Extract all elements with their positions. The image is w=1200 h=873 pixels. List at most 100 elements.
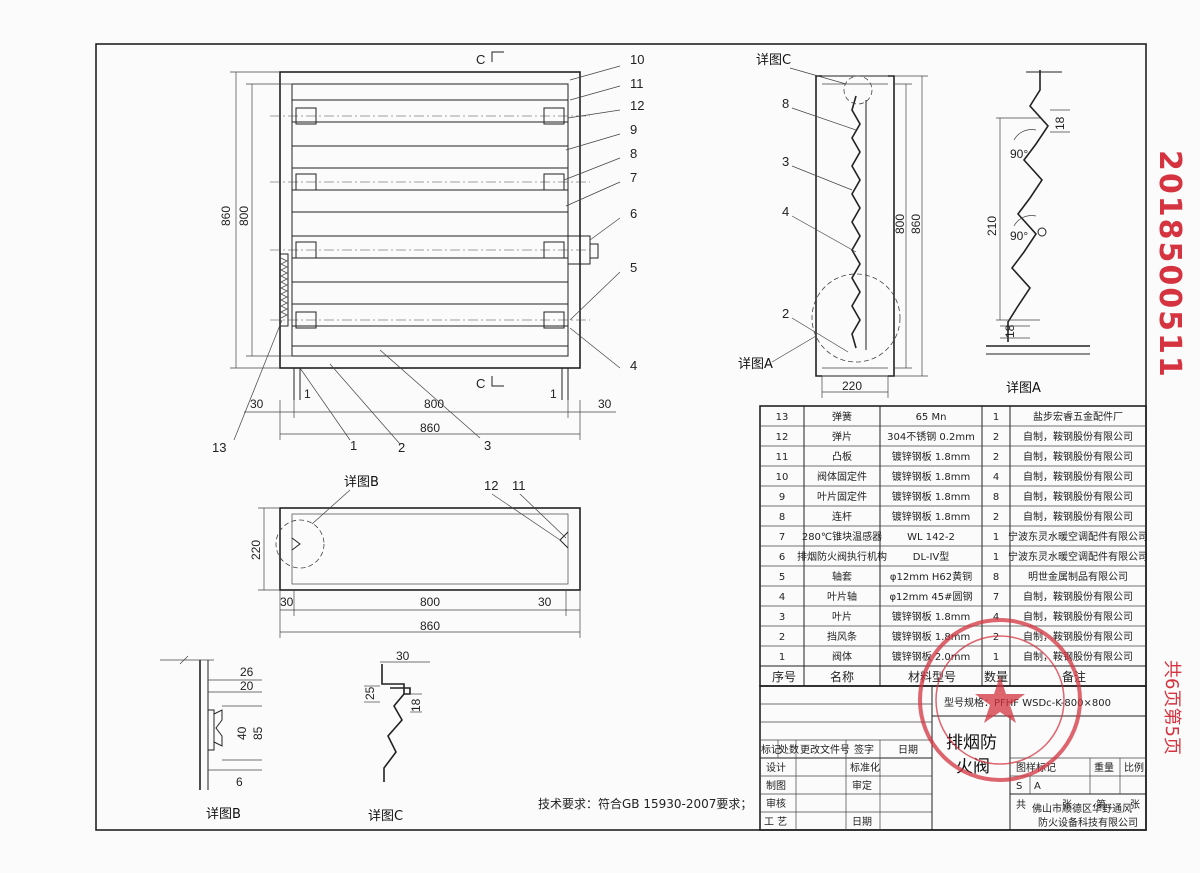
bom-cell-name: 弹簧 (832, 410, 852, 423)
bom-cell-name: 阀体 (832, 650, 852, 663)
bom-cell-note: 自制，鞍钢股份有限公司 (1023, 510, 1133, 523)
bom-cell-no: 6 (779, 552, 785, 563)
tb-check: 审核 (766, 797, 786, 810)
bom-cell-qty: 2 (993, 432, 999, 443)
detail-b: 26 20 40 85 6 详图B (160, 655, 265, 822)
bom-cell-material: 镀锌钢板 1.8mm (892, 450, 971, 463)
callout-10: 10 (630, 52, 644, 67)
tb-date2: 日期 (852, 816, 872, 828)
dim-width-total: 860 (420, 421, 440, 435)
bom-cell-material: 镀锌钢板 1.8mm (892, 610, 971, 623)
bom-cell-note: 盐步宏睿五金配件厂 (1033, 410, 1123, 423)
bom-header-qty: 数量 (984, 669, 1008, 684)
bom-cell-qty: 1 (993, 552, 999, 563)
bom-cell-no: 8 (779, 512, 785, 523)
tb-count: 处数 (779, 743, 799, 756)
side-callout-8: 8 (782, 96, 789, 111)
side-section-view: 800 860 220 详图C 8 3 4 2 详图A (738, 53, 928, 398)
bom-cell-material: 镀锌钢板 1.8mm (892, 470, 971, 483)
plan-dim-left: 30 (280, 595, 294, 609)
plan-dim-mid: 800 (420, 595, 440, 609)
callout-1: 1 (350, 438, 357, 453)
detail-a-bottom: 18 (1003, 324, 1017, 338)
detail-a-ref: 详图A (738, 357, 773, 372)
bom-cell-material: DL-IV型 (913, 550, 950, 563)
bom-cell-note: 明世金属制品有限公司 (1028, 570, 1128, 583)
detail-a-angle2: 90° (1010, 229, 1028, 243)
bom-cell-qty: 1 (993, 412, 999, 423)
detail-a-pitch: 210 (985, 216, 999, 236)
tb-product-name-1: 排烟防 (946, 733, 997, 753)
detail-a: 210 18 18 90° 90° 详图A (985, 70, 1090, 396)
tb-sheets: 张 (1062, 799, 1072, 811)
detail-c-dim-a: 30 (396, 649, 410, 663)
bom-header-material: 材料型号 (908, 670, 956, 684)
detail-c-title: 详图C (368, 809, 403, 824)
plan-dim-height: 220 (249, 540, 263, 560)
front-view: C C 860 800 30 800 30 860 1 1 (212, 51, 644, 455)
callout-12: 12 (630, 98, 644, 113)
side-dim-inner: 800 (893, 214, 907, 234)
dim-width-left: 30 (250, 397, 264, 411)
bom-cell-name: 280℃锥块温感器 (802, 530, 882, 543)
dim-width-right: 30 (598, 397, 612, 411)
bom-header-no: 序号 (772, 669, 796, 684)
detail-b-dim-b: 20 (240, 679, 254, 693)
callout-13: 13 (212, 440, 226, 455)
tb-process: 工 艺 (764, 816, 787, 828)
detail-b-title: 详图B (206, 807, 241, 822)
plan-view: 220 30 800 30 860 详图B 12 11 (249, 475, 581, 638)
bom-cell-qty: 4 (993, 472, 999, 483)
bom-cell-material: 镀锌钢板 1.8mm (892, 630, 971, 643)
bom-cell-name: 叶片固定件 (817, 490, 867, 503)
bom-cell-note: 自制，鞍钢股份有限公司 (1023, 610, 1133, 623)
bom-cell-note: 自制，鞍钢股份有限公司 (1023, 470, 1133, 483)
detail-a-top: 18 (1053, 116, 1067, 130)
bom-cell-material: WL 142-2 (907, 532, 955, 543)
page-count: 共6页第5页 (1161, 660, 1182, 755)
dim-small-left: 1 (304, 387, 311, 401)
bom-cell-name: 叶片 (832, 610, 852, 623)
bom-cell-material: 镀锌钢板 1.8mm (892, 490, 971, 503)
detail-b-dim-c: 40 (235, 726, 249, 740)
detail-c-dim-b: 25 (363, 686, 377, 700)
bom-cell-note: 自制，鞍钢股份有限公司 (1023, 450, 1133, 463)
bom-cell-qty: 4 (993, 612, 999, 623)
bom-cell-no: 2 (779, 632, 785, 643)
bom-cell-qty: 7 (993, 592, 999, 603)
tb-sign: 签字 (854, 743, 874, 756)
title-block: 标记 处数 更改文件号 签字 日期 设计 标准化 制图 审定 审核 工 艺 日期… (759, 685, 1147, 831)
tb-change-file: 更改文件号 (800, 743, 850, 756)
bom-cell-qty: 8 (993, 572, 999, 583)
tb-s: S (1016, 781, 1022, 792)
plan-callout-11: 11 (512, 478, 526, 493)
bom-cell-material: 镀锌钢板 1.8mm (892, 510, 971, 523)
section-mark-bottom: C (476, 376, 485, 391)
bom-cell-note: 自制，鞍钢股份有限公司 (1023, 590, 1133, 603)
tb-company-1: 佛山市顺德区华野通风 (1032, 802, 1132, 815)
tb-nth: 第 (1096, 798, 1106, 811)
tb-design: 设计 (766, 761, 786, 774)
detail-a-title: 详图A (1006, 381, 1041, 396)
bom-cell-note: 自制，鞍钢股份有限公司 (1023, 650, 1133, 663)
callout-9: 9 (630, 122, 637, 137)
bom-cell-note: 宁波东灵水暖空调配件有限公司 (1008, 530, 1148, 543)
bom-cell-qty: 1 (993, 532, 999, 543)
bom-cell-name: 连杆 (832, 510, 852, 523)
bom-cell-qty: 1 (993, 652, 999, 663)
section-mark-top: C (476, 52, 485, 67)
bom-cell-note: 自制，鞍钢股份有限公司 (1023, 430, 1133, 443)
bom-cell-no: 4 (779, 592, 785, 603)
bom-cell-note: 宁波东灵水暖空调配件有限公司 (1008, 550, 1148, 563)
dim-height-inner: 800 (237, 206, 251, 226)
detail-c-ref: 详图C (756, 53, 791, 68)
bom-cell-name: 排烟防火阀执行机构 (797, 550, 887, 563)
bom-cell-name: 挡风条 (827, 630, 857, 643)
company-seal (918, 618, 1082, 782)
bom-cell-name: 叶片轴 (827, 590, 857, 603)
bom-cell-no: 11 (776, 452, 789, 463)
callout-6: 6 (630, 206, 637, 221)
tb-review: 审定 (852, 779, 872, 792)
bom-cell-note: 自制，鞍钢股份有限公司 (1023, 490, 1133, 503)
